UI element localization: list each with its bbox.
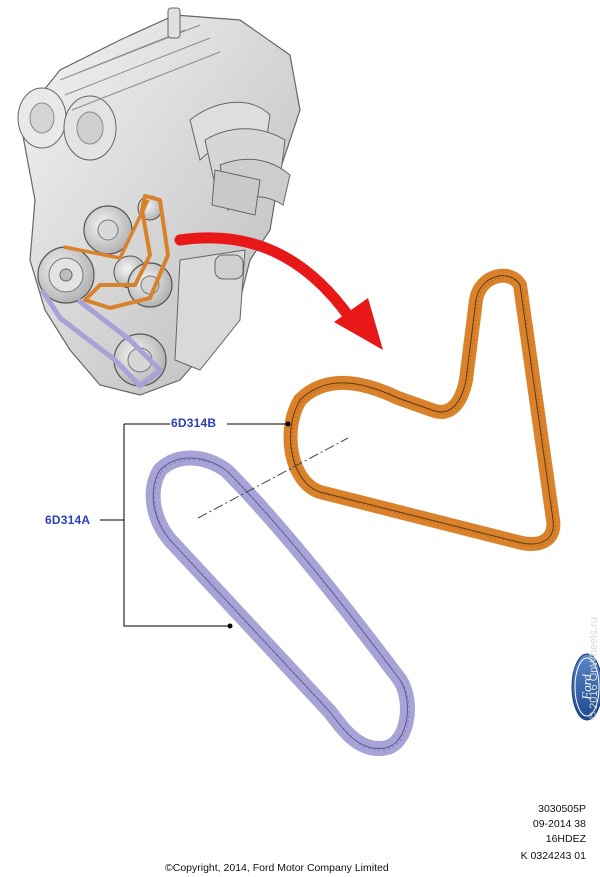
label-belt-a: 6D314A <box>45 513 91 527</box>
leader-dot-b <box>285 421 291 427</box>
leader-dot-a <box>227 623 233 629</box>
svg-text:Ford: Ford <box>579 674 594 701</box>
curved-arrow <box>174 232 383 350</box>
ref-line-4: K 0324243 01 <box>520 850 586 862</box>
ref-line-3: 16HDEZ <box>545 833 586 845</box>
belt-6d314a <box>145 450 415 756</box>
ref-line-2: 09-2014 38 <box>532 818 586 830</box>
label-belt-b: 6D314B <box>171 416 217 430</box>
ford-oval-logo: Ford <box>571 653 600 721</box>
copyright-text: ©Copyright, 2014, Ford Motor Company Lim… <box>165 862 389 874</box>
engine-illustration <box>17 7 301 396</box>
belt-6d314b <box>283 268 561 551</box>
leader-lines <box>100 423 288 627</box>
watermark-text: © 2016 OnWheels.ru <box>588 617 600 720</box>
ref-line-1: 3030505P <box>538 803 586 815</box>
center-line <box>197 437 349 519</box>
